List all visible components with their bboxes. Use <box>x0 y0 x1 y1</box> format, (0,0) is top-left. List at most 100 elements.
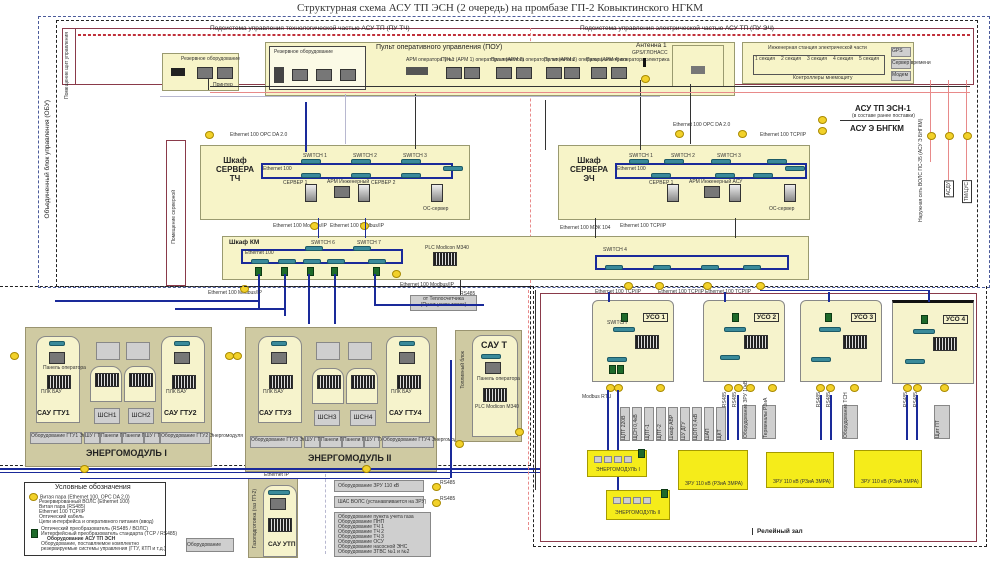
monitor-icon <box>174 352 190 364</box>
monitor-icon <box>334 186 350 198</box>
switch-icon <box>767 159 787 164</box>
monitor-icon <box>516 67 532 79</box>
coupler-icon <box>850 384 859 392</box>
panel-box <box>316 342 340 360</box>
printer-icon <box>171 68 185 76</box>
server-room-label: Помещение серверной <box>171 190 177 244</box>
converter-icon <box>638 449 645 458</box>
monitor-icon <box>464 67 480 79</box>
pou-reserve-group: Резервное оборудование <box>269 46 366 90</box>
ethernet-ring <box>595 255 789 270</box>
shsn1: ШСН1 <box>94 408 120 424</box>
uso-2: УСО 2 <box>703 300 785 382</box>
switch-icon <box>401 173 421 178</box>
monitor-icon <box>271 352 287 364</box>
plc-icon <box>317 375 341 389</box>
coupler-icon <box>362 465 371 473</box>
plc-icon <box>172 375 196 389</box>
coupler-icon <box>734 384 743 392</box>
diagram-title: Структурная схема АСУ ТП ЭСН (2 очередь)… <box>297 2 703 14</box>
switch-icon <box>368 259 386 264</box>
relay-hall-label: Релейный зал <box>752 528 803 535</box>
monitor-icon <box>399 352 415 364</box>
switch-icon <box>481 354 501 359</box>
legend-converter-icon <box>31 529 38 538</box>
coupler-icon <box>360 222 369 230</box>
sau-gtu1-title: САУ ГТУ1 <box>37 410 70 417</box>
coupler-icon <box>963 132 972 140</box>
coupler-icon <box>655 282 664 290</box>
external-target: АСДУ <box>944 180 954 198</box>
antenna-icon <box>643 58 646 67</box>
field-equipment-list: Оборудование пункта учета газа Оборудова… <box>334 512 431 557</box>
km-cabinet: Шкаф КМ Ethernet 100 SWITCH 6 SWITCH 7 P… <box>222 236 809 280</box>
server-icon <box>667 184 679 202</box>
plc-icon <box>129 373 153 387</box>
coupler-icon <box>624 282 633 290</box>
zru-110-equipment-box: Оборудование ЗРУ 110 кВ <box>334 480 424 492</box>
switch-icon <box>753 173 773 178</box>
switch-icon <box>443 166 463 171</box>
plc-icon <box>433 252 457 266</box>
switch-icon <box>664 159 684 164</box>
coupler-icon <box>816 384 825 392</box>
plc-bau-4 <box>346 368 378 404</box>
printer-station: Резервное оборудование Принтер <box>162 53 240 91</box>
switch-icon <box>49 341 65 346</box>
plc-icon <box>483 388 507 402</box>
energy-module-2-title: ЭНЕРГОМОДУЛЬ II <box>308 453 392 463</box>
asu-bngkm-label: АСУ Э БНГКМ <box>850 124 904 133</box>
legend: Условные обозначения Витая пара (Etherne… <box>24 482 177 556</box>
shas-vols-box: ШАС ВОЛС (устанавливается на ЗРУ) <box>334 496 426 508</box>
switch-icon <box>811 357 831 362</box>
legend-title: Условные обозначения <box>55 484 131 491</box>
coupler-icon <box>392 270 401 278</box>
monitor-icon <box>197 67 213 79</box>
sau-t-title: САУ Т <box>481 340 508 350</box>
switch-icon <box>251 259 269 264</box>
monitor-icon <box>49 352 65 364</box>
coupler-icon <box>703 282 712 290</box>
plc-bau-1 <box>90 366 122 402</box>
zru-box-2: ЗРУ 110 кВ (РЗиА ЗМРА) <box>766 452 834 488</box>
coupler-icon <box>913 384 922 392</box>
sau-gtu2-cabinet: ПЛК БАУ САУ ГТУ2 <box>161 336 205 423</box>
coupler-icon <box>240 285 249 293</box>
panel-box <box>126 342 150 360</box>
external-target: ТМ/ЦУС <box>962 180 972 204</box>
antenna-label: Антенна 1 <box>636 42 667 49</box>
converter-icon <box>373 267 380 276</box>
coupler-icon <box>724 384 733 392</box>
sau-t-cabinet: САУ Т Панель оператора PLC Modicon M340 <box>472 335 520 437</box>
kvm-icon <box>406 67 428 75</box>
uso-4: УСО 4 <box>892 300 974 384</box>
coupler-icon <box>903 384 912 392</box>
switch-icon <box>271 341 287 346</box>
monitor-icon <box>292 69 308 81</box>
server-room-zone <box>166 140 186 286</box>
switch-icon <box>651 173 671 178</box>
sau-utp-cabinet: САУ УТП <box>263 485 297 557</box>
switch-icon <box>711 159 731 164</box>
sau-gtu2-title: САУ ГТУ2 <box>164 410 197 417</box>
switch-icon <box>913 329 935 334</box>
switch-icon <box>268 490 290 495</box>
coupler-icon <box>432 499 441 507</box>
ethernet-ring <box>615 163 807 179</box>
server-tch-cabinet: Шкаф СЕРВЕРА ТЧ Ethernet 100 SWITCH 1 SW… <box>200 145 470 220</box>
coupler-icon <box>80 465 89 473</box>
coupler-icon <box>826 384 835 392</box>
coupler-icon <box>746 384 755 392</box>
switch-icon <box>607 357 627 362</box>
shsn3: ШСН3 <box>314 410 340 426</box>
obu-label: Объединенный блок управления (ОБУ) <box>44 100 51 219</box>
plc-icon <box>95 373 119 387</box>
uso-1: УСО 1 SWITCH <box>592 300 674 382</box>
server-icon <box>729 184 741 202</box>
plc-icon <box>47 375 71 389</box>
switch-icon <box>720 355 740 360</box>
switch-icon <box>301 159 321 164</box>
ethernet-ring <box>261 163 453 179</box>
plc-icon <box>269 375 293 389</box>
uso-3: УСО 3 <box>800 300 882 382</box>
